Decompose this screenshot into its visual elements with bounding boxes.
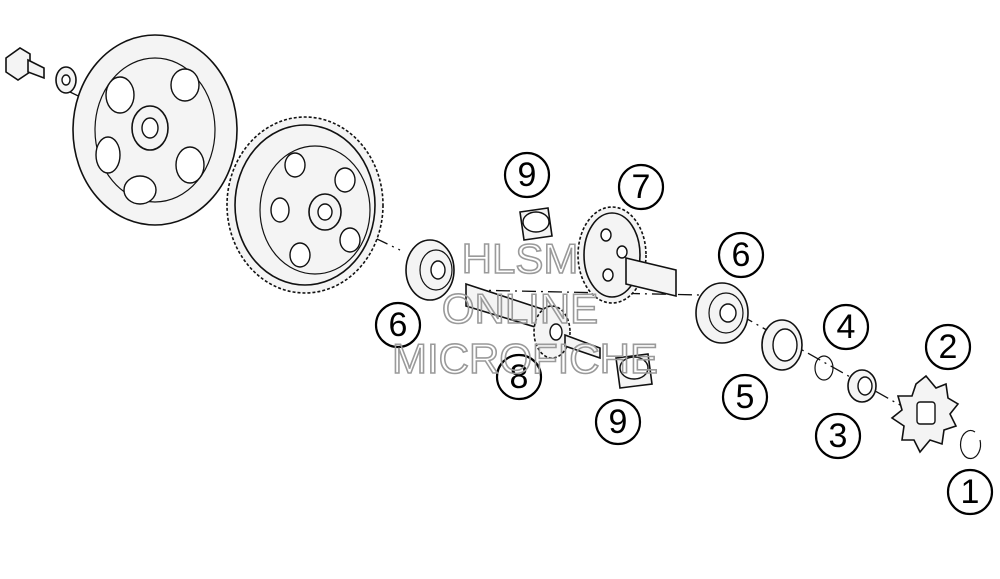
large-gear bbox=[226, 116, 384, 294]
washer bbox=[55, 66, 77, 94]
watermark-line-2: ONLINE bbox=[442, 285, 598, 332]
circlip bbox=[959, 429, 982, 460]
svg-text:6: 6 bbox=[389, 306, 408, 344]
callout-3: 3 bbox=[814, 412, 862, 460]
bolt bbox=[5, 47, 45, 81]
callout-8: 8 bbox=[495, 353, 543, 401]
callout-5: 5 bbox=[721, 373, 769, 421]
shaft-seal bbox=[761, 319, 803, 371]
svg-text:9: 9 bbox=[609, 403, 628, 441]
clutch-drum bbox=[72, 34, 238, 226]
callout-6-right: 6 bbox=[717, 231, 765, 279]
svg-text:1: 1 bbox=[961, 473, 980, 511]
watermark-line-3: MICROFICHE bbox=[392, 335, 658, 382]
svg-text:2: 2 bbox=[939, 328, 958, 366]
drive-shaft-gear bbox=[577, 206, 677, 304]
callout-4: 4 bbox=[822, 303, 870, 351]
needle-bushing-top bbox=[519, 207, 553, 241]
callout-9-top: 9 bbox=[503, 151, 551, 199]
callout-7: 7 bbox=[617, 163, 665, 211]
svg-text:9: 9 bbox=[518, 156, 537, 194]
spacer bbox=[847, 369, 877, 403]
bearing-left bbox=[405, 239, 455, 301]
needle-bushing-bottom bbox=[615, 353, 653, 389]
svg-text:6: 6 bbox=[732, 236, 751, 274]
callout-2: 2 bbox=[924, 323, 972, 371]
svg-text:4: 4 bbox=[837, 308, 856, 346]
svg-text:8: 8 bbox=[510, 358, 529, 396]
intermediate-shaft bbox=[465, 282, 601, 360]
watermark: HLSM ONLINE MICROFICHE bbox=[391, 234, 659, 383]
bearing-right bbox=[695, 282, 749, 344]
svg-text:7: 7 bbox=[632, 168, 651, 206]
svg-text:5: 5 bbox=[736, 378, 755, 416]
watermark-line-1: HLSM bbox=[462, 235, 579, 282]
callout-1: 1 bbox=[946, 468, 994, 516]
svg-text:3: 3 bbox=[829, 417, 848, 455]
callout-6-left: 6 bbox=[374, 301, 422, 349]
callout-9-bottom: 9 bbox=[594, 398, 642, 446]
o-ring bbox=[814, 355, 834, 381]
sprocket bbox=[890, 374, 960, 454]
